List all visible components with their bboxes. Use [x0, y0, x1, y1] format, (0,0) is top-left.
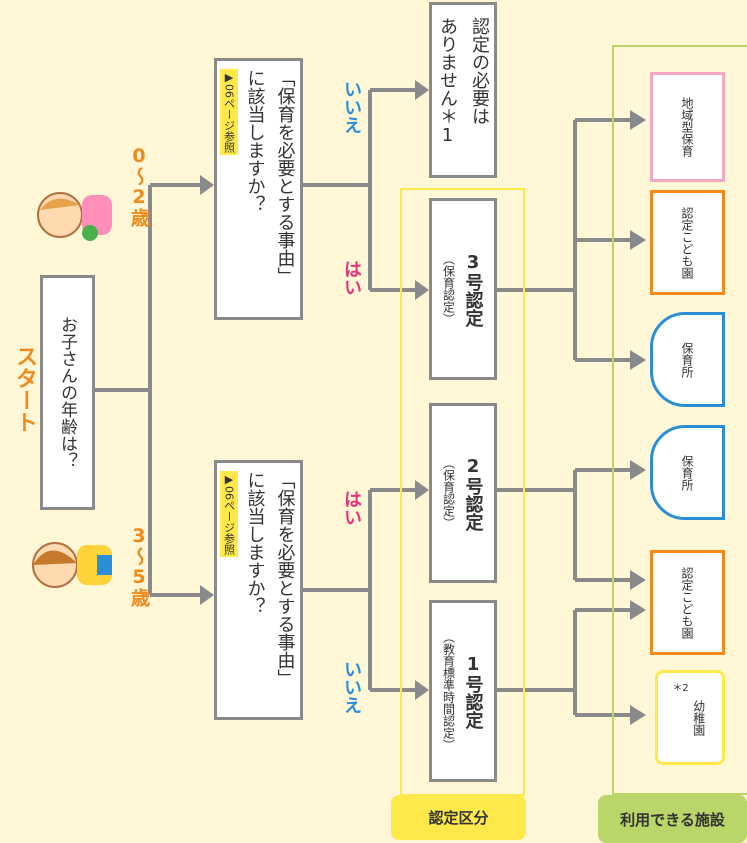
start-label: スタート — [12, 345, 37, 433]
age-question-text: お子さんの年齢は？ — [57, 316, 77, 469]
cert3-subtitle: （保育認定） — [441, 253, 456, 325]
facility-nursery-label: 保育所 — [680, 341, 694, 378]
yes-label-top: はい — [341, 260, 362, 296]
baby-illustration — [30, 185, 125, 245]
cert2-subtitle: （保育認定） — [441, 457, 456, 529]
facility-certified-center-top: 認定こども園 — [650, 190, 725, 295]
facility-certified-center-label: 認定こども園 — [680, 566, 694, 639]
child-illustration — [25, 535, 120, 595]
not-required-line2: ありません＊1 — [437, 17, 458, 146]
facility-nursery-label: 保育所 — [680, 454, 694, 491]
yes-label-bottom: はい — [341, 490, 362, 526]
facilities-panel-tag: 利用できる施設 — [598, 795, 747, 843]
facility-community: 地域型保育 — [650, 72, 725, 182]
facility-kindergarten-label: 幼稚園 — [691, 699, 706, 736]
facility-nursery-top: 保育所 — [650, 312, 725, 407]
cert3-title: 3号認定 — [462, 251, 484, 327]
cert1-box: 1号認定 （教育標準時間認定） — [429, 600, 497, 782]
age-0-2-label: 0～2歳 — [128, 145, 150, 227]
not-required-line1: 認定の必要は — [469, 17, 490, 125]
need-question-line1: 「保育を必要とする事由」 — [274, 471, 296, 687]
need-question-line1: 「保育を必要とする事由」 — [274, 69, 296, 285]
facility-community-label: 地域型保育 — [680, 97, 694, 157]
certification-panel-tag: 認定区分 — [391, 795, 526, 840]
facility-kindergarten-note: ＊2 — [672, 683, 689, 694]
facilities-panel — [612, 45, 747, 795]
age-3-5-label: 3～5歳 — [128, 525, 150, 607]
need-question-box-0-2: 「保育を必要とする事由」 に該当しますか？ ▶06ページ参照 — [214, 58, 303, 320]
page-ref-link[interactable]: ▶06ページ参照 — [219, 69, 238, 155]
facility-kindergarten: 幼稚園 ＊2 — [655, 670, 725, 765]
page-ref-link[interactable]: ▶06ページ参照 — [219, 471, 238, 557]
not-required-box: 認定の必要は ありません＊1 — [429, 2, 497, 178]
facility-certified-center-label: 認定こども園 — [680, 206, 694, 279]
need-question-line2: に該当しますか？ — [244, 69, 266, 213]
cert1-subtitle: （教育標準時間認定） — [441, 631, 456, 751]
need-question-line2: に該当しますか？ — [244, 471, 266, 615]
cert3-box: 3号認定 （保育認定） — [429, 198, 497, 380]
no-label-top: いいえ — [341, 80, 362, 134]
age-question-box: お子さんの年齢は？ — [40, 275, 95, 510]
cert2-title: 2号認定 — [462, 455, 484, 531]
need-question-box-3-5: 「保育を必要とする事由」 に該当しますか？ ▶06ページ参照 — [214, 460, 303, 720]
no-label-bottom: いいえ — [341, 660, 362, 714]
cert1-title: 1号認定 — [462, 653, 484, 729]
facility-nursery-bottom: 保育所 — [650, 425, 725, 520]
certification-panel-label: 認定区分 — [428, 809, 489, 827]
facility-certified-center-bottom: 認定こども園 — [650, 550, 725, 655]
cert2-box: 2号認定 （保育認定） — [429, 403, 497, 583]
facilities-panel-label: 利用できる施設 — [620, 810, 725, 829]
